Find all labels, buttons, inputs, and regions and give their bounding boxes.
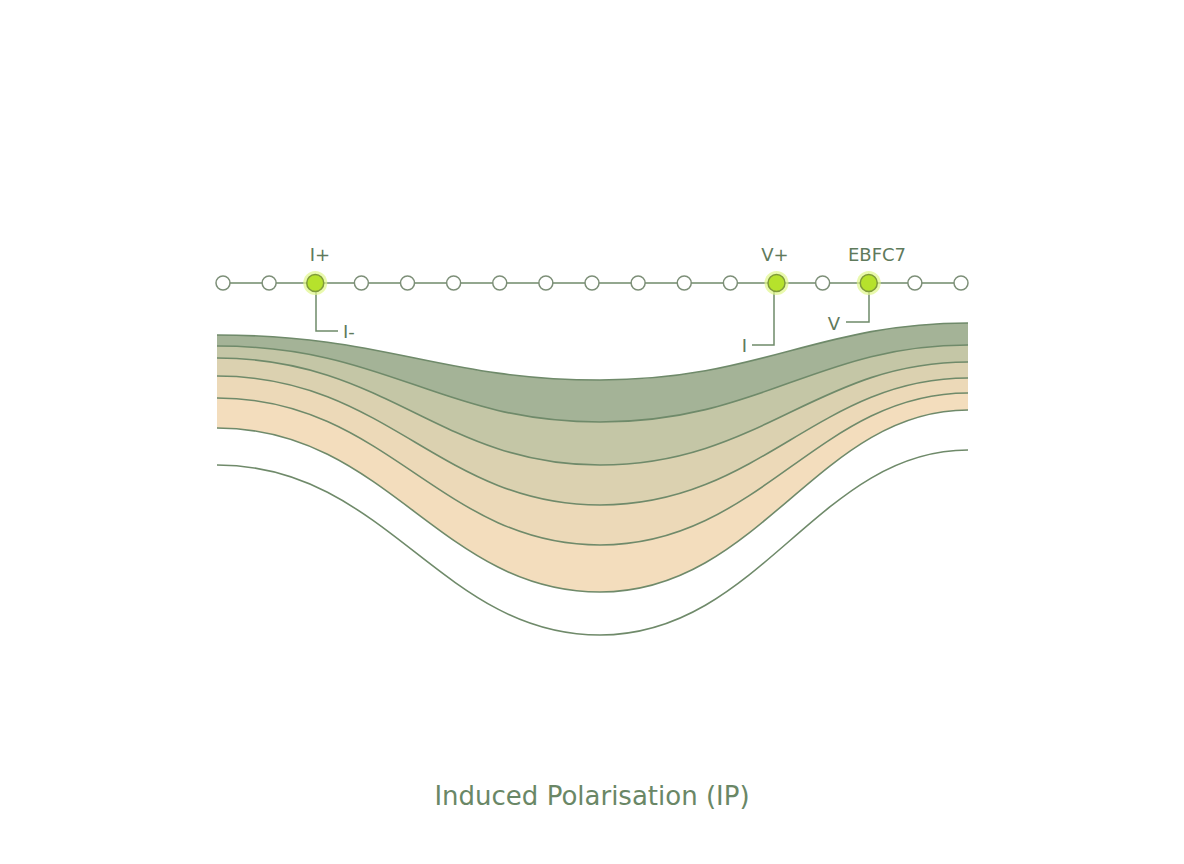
electrode (216, 276, 230, 290)
active-electrode (768, 275, 785, 292)
electrode-array (216, 271, 968, 295)
layer-fill (217, 393, 968, 720)
layer-fill (217, 410, 968, 720)
earth-layers (217, 323, 968, 720)
electrode (677, 276, 691, 290)
layer-fill (217, 323, 968, 720)
electrode-label: I+ (310, 246, 330, 264)
electrode (354, 276, 368, 290)
electrode (908, 276, 922, 290)
electrode-glow (303, 271, 327, 295)
electrode-label: I (742, 337, 747, 355)
electrode (539, 276, 553, 290)
active-electrode (860, 275, 877, 292)
electrode-label: I- (343, 323, 355, 341)
leader-line (752, 292, 774, 345)
layer-boundary (217, 410, 968, 592)
caption: Induced Polarisation (IP) (434, 783, 749, 809)
leader-lines (316, 292, 869, 345)
electrode (262, 276, 276, 290)
leader-line (846, 292, 869, 322)
electrode (585, 276, 599, 290)
electrode (631, 276, 645, 290)
electrode (493, 276, 507, 290)
electrode-glow (857, 271, 881, 295)
layer-boundary (217, 393, 968, 545)
leader-line (316, 292, 338, 331)
layer-fill (217, 376, 968, 720)
layer-fill (217, 358, 968, 720)
electrode-label: EBFC7 (848, 246, 906, 264)
layer-fill (217, 345, 968, 720)
layer-boundary (217, 450, 968, 635)
electrode (401, 276, 415, 290)
electrode (447, 276, 461, 290)
electrode-label: V (828, 315, 840, 333)
active-electrode (307, 275, 324, 292)
electrode (954, 276, 968, 290)
electrode-glow (765, 271, 789, 295)
layer-boundary (217, 376, 968, 505)
electrode (723, 276, 737, 290)
layer-boundary (217, 358, 968, 465)
electrode-label: V+ (761, 246, 788, 264)
electrode (816, 276, 830, 290)
